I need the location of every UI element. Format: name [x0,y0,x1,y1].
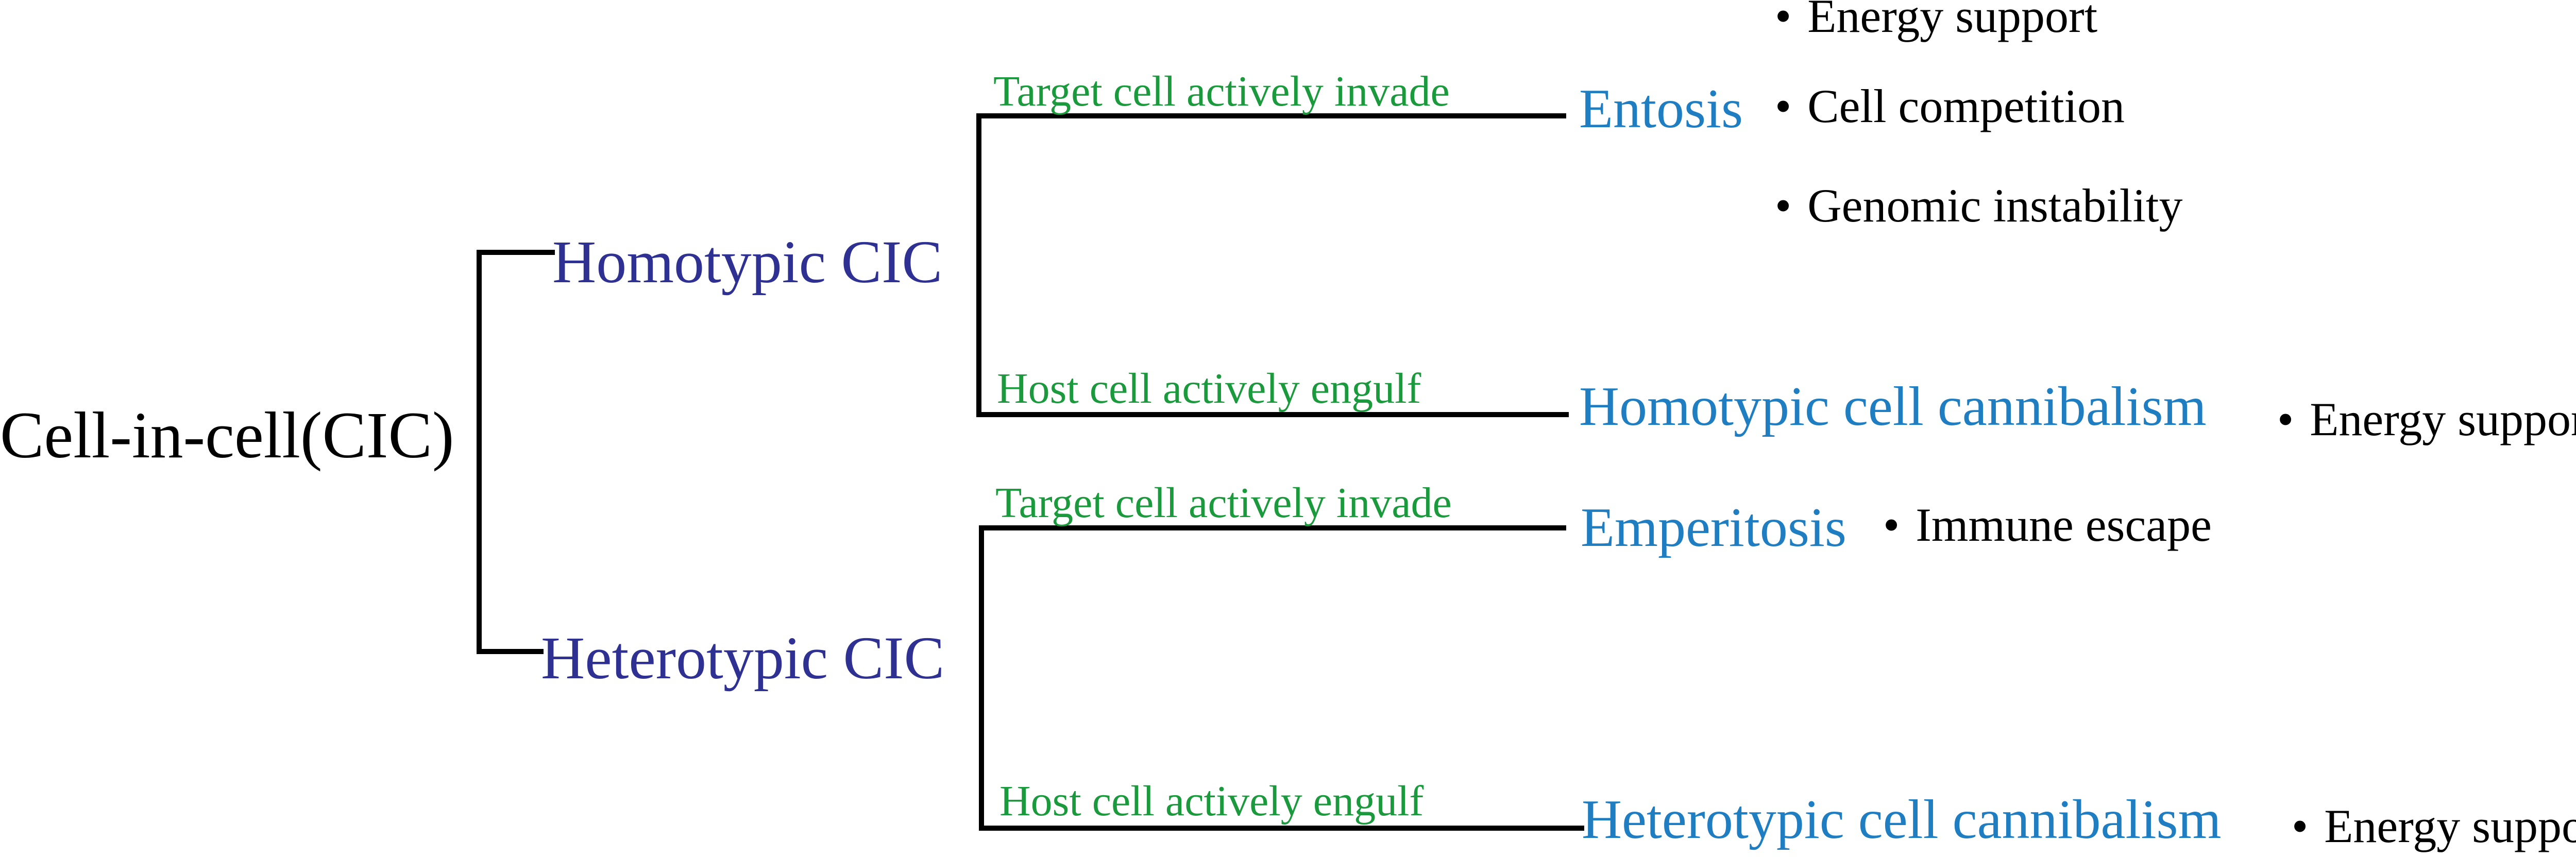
homotypic-branches-connector [976,113,1569,417]
effect-text: Energy support [2324,800,2576,852]
homotypic-cannibalism-label: Homotypic cell cannibalism [1579,376,2207,437]
effect-item: • Energy support [2277,393,2576,445]
homotypic-cic-label: Homotypic CIC [552,228,942,296]
bullet-icon: • [1775,0,1791,42]
bullet-icon: • [2292,800,2308,852]
effect-item: • Genomic instability [1775,179,2182,232]
root-label: Cell-in-cell(CIC) [0,399,454,472]
effect-text: Genomic instability [1807,179,2182,232]
heterotypic-engulf-mechanism-label: Host cell actively engulf [999,777,1423,825]
effect-text: Cell competition [1807,80,2125,132]
effect-item: • Immune escape [1883,499,2212,551]
root-to-categories-connector [477,250,555,654]
heterotypic-cic-label: Heterotypic CIC [541,624,944,692]
tree-connectors [477,113,1584,831]
entosis-effects-list: • Energy support • Cell competition • Ge… [1775,0,2182,232]
emperitosis-label: Emperitosis [1581,497,1846,558]
heterotypic-cannibalism-effects-list: • Energy support [2292,800,2576,852]
effect-text: Energy support [2310,393,2576,445]
homotypic-engulf-mechanism-label: Host cell actively engulf [997,365,1421,413]
emperitosis-effects-list: • Immune escape [1883,499,2212,551]
heterotypic-cannibalism-label: Heterotypic cell cannibalism [1582,789,2222,850]
effect-item: • Energy support [1775,0,2098,42]
heterotypic-branches-connector [979,525,1584,831]
homotypic-invade-mechanism-label: Target cell actively invade [993,67,1450,115]
bullet-icon: • [2277,393,2294,445]
bullet-icon: • [1775,80,1791,132]
effect-item: • Energy support [2292,800,2576,852]
effect-text: Immune escape [1916,499,2212,551]
bullet-icon: • [1883,499,1900,551]
homotypic-cannibalism-effects-list: • Energy support [2277,393,2576,445]
effect-item: • Cell competition [1775,80,2125,132]
bullet-icon: • [1775,179,1791,232]
heterotypic-invade-mechanism-label: Target cell actively invade [995,479,1452,527]
entosis-label: Entosis [1579,78,1743,140]
effect-text: Energy support [1807,0,2097,42]
